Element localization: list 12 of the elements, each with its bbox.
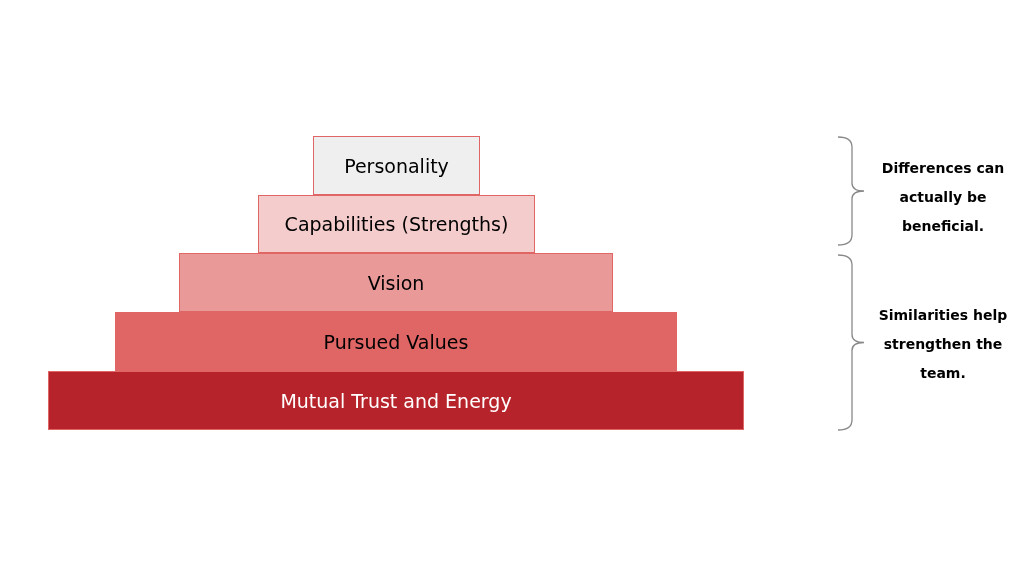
tier-label: Personality <box>344 154 449 177</box>
pyramid-tier <box>115 312 677 371</box>
annotation-text: Differences can actually be beneficial. <box>880 159 1006 236</box>
tier-label: Pursued Values <box>323 330 469 353</box>
pyramid-tier <box>179 253 613 312</box>
tier-label: Mutual Trust and Energy <box>280 389 512 412</box>
pyramid-tier <box>48 371 744 430</box>
pyramid-tier <box>258 195 535 253</box>
tier-label: Vision <box>367 271 425 294</box>
pyramid-tier <box>313 136 480 195</box>
tier-label: Capabilities (Strengths) <box>284 213 509 235</box>
annotation-text: Similarities help strengthen the team. <box>877 306 1009 383</box>
